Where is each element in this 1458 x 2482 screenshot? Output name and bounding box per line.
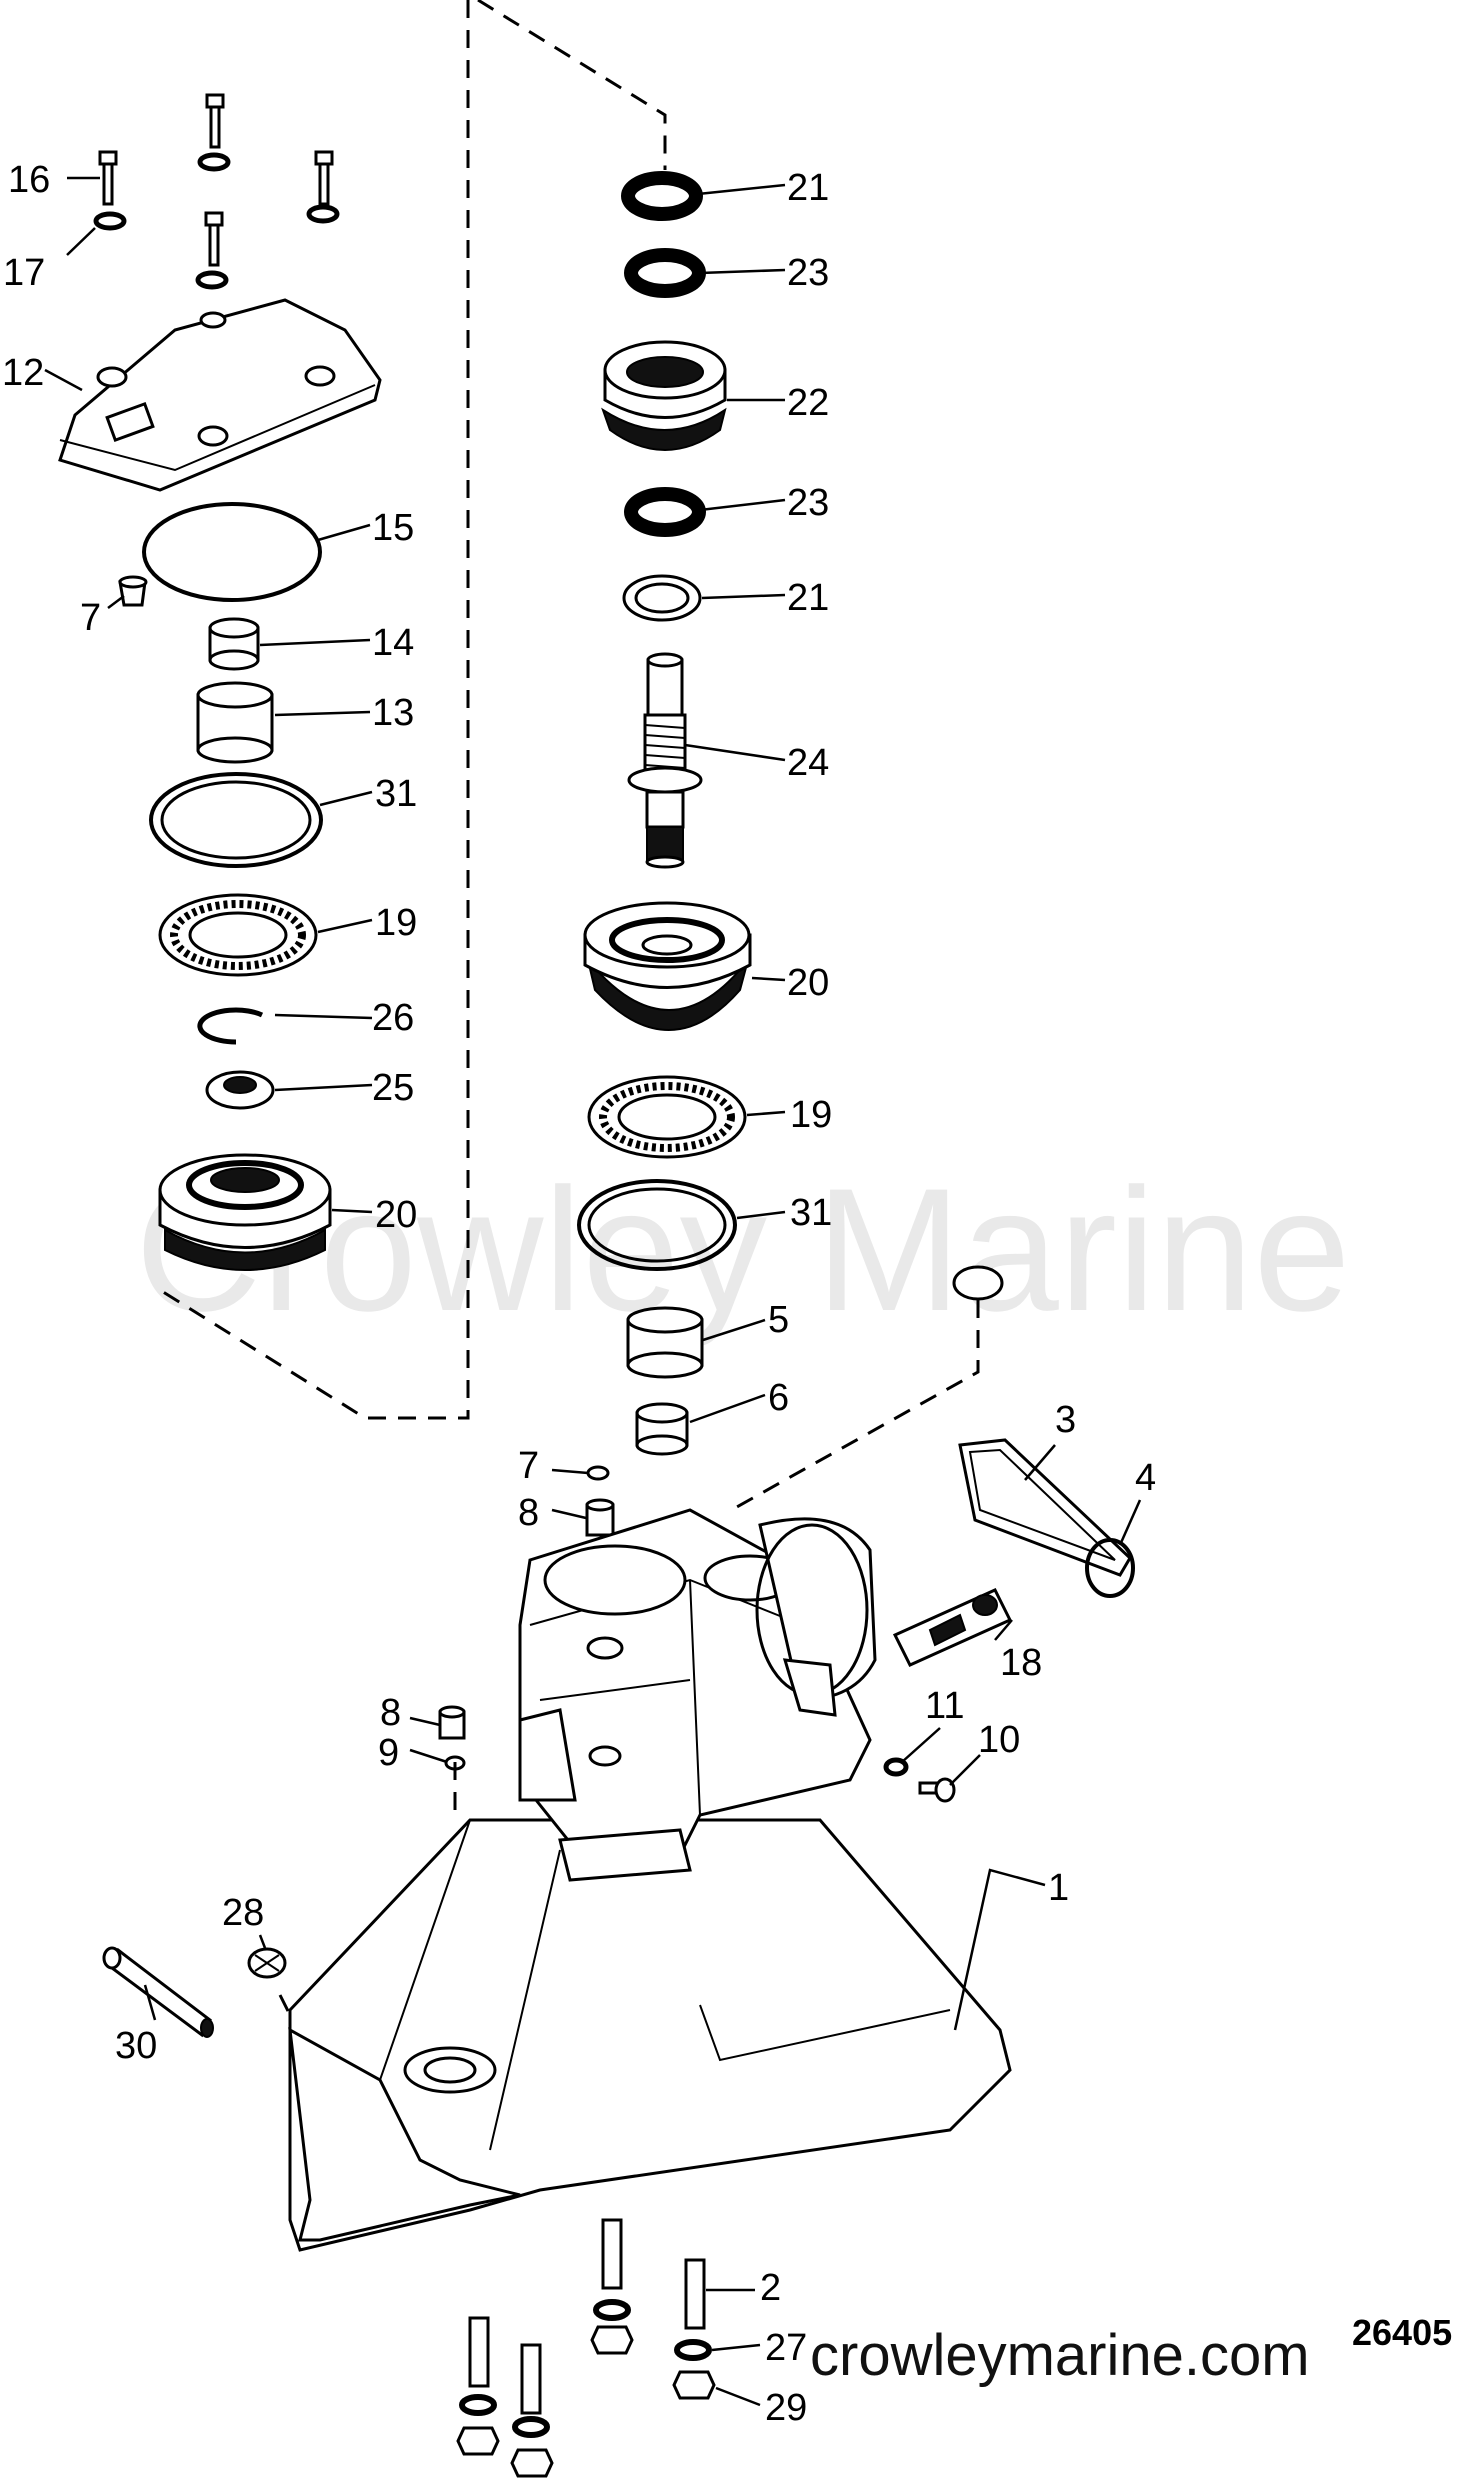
bearing-race-23-top	[624, 248, 706, 298]
callout-16: 16	[8, 159, 50, 201]
callout-24: 24	[787, 742, 829, 784]
callout-12: 12	[2, 352, 44, 394]
callout-21-bottom: 21	[787, 577, 829, 619]
callout-1: 1	[1048, 1867, 1069, 1909]
callout-2: 2	[760, 2267, 781, 2309]
thrust-bearing-19-center	[587, 1075, 747, 1159]
shim-21-top	[621, 171, 703, 221]
leader-lines	[44, 176, 1142, 2407]
diagram-number: 26405	[1352, 2312, 1452, 2353]
callout-31-center: 31	[790, 1192, 832, 1234]
bearing-cup-13	[196, 681, 274, 764]
callout-19-left: 19	[375, 902, 417, 944]
bearing-cone-25	[205, 1070, 275, 1110]
callout-8-lower: 8	[380, 1692, 401, 1734]
callout-15: 15	[372, 507, 414, 549]
drive-shaft-24	[627, 652, 703, 869]
o-ring-15	[142, 502, 322, 602]
callout-28: 28	[222, 1892, 264, 1934]
callout-10: 10	[978, 1719, 1020, 1761]
plug-7-top	[118, 575, 148, 607]
callout-31-left: 31	[375, 773, 417, 815]
dowel-8-upper	[585, 1498, 615, 1537]
magnet-assembly-18	[892, 1588, 1013, 1667]
callout-11: 11	[925, 1685, 964, 1727]
callout-22: 22	[787, 382, 829, 424]
shim-31-center	[577, 1179, 737, 1271]
bushing-6	[635, 1402, 689, 1456]
gear-20-left	[158, 1153, 332, 1271]
callout-8-upper: 8	[518, 1492, 539, 1534]
callout-20-left: 20	[375, 1194, 417, 1236]
callout-9: 9	[378, 1732, 399, 1774]
callout-27: 27	[765, 2327, 807, 2369]
shim-21-bottom	[622, 574, 702, 622]
retaining-ring-26	[197, 1007, 264, 1045]
pin-30	[102, 1946, 214, 2038]
tapered-bearing-22	[601, 340, 727, 451]
callout-6: 6	[768, 1377, 789, 1419]
o-ring-4	[1085, 1538, 1135, 1598]
washer-17	[93, 152, 340, 290]
callout-17: 17	[3, 252, 45, 294]
callout-29: 29	[765, 2387, 807, 2429]
screw-10	[918, 1777, 956, 1803]
nut-29	[456, 2325, 716, 2478]
callout-25: 25	[372, 1067, 414, 1109]
shim-31-left	[149, 772, 323, 868]
callout-13: 13	[372, 692, 414, 734]
washer-27	[459, 2299, 712, 2438]
gear-housing-1	[288, 1508, 1012, 2252]
cover-plate-12	[58, 298, 382, 492]
callout-5: 5	[768, 1299, 789, 1341]
callout-7-center: 7	[518, 1445, 539, 1487]
callout-23-top: 23	[787, 252, 829, 294]
stud-2	[468, 2218, 706, 2415]
pinion-gear-20-center	[583, 901, 752, 1031]
callout-20-center: 20	[787, 962, 829, 1004]
dowel-8-lower	[438, 1705, 466, 1740]
callout-19-center: 19	[790, 1094, 832, 1136]
callout-3: 3	[1055, 1399, 1076, 1441]
bearing-cup-5	[626, 1306, 704, 1379]
callout-4: 4	[1135, 1457, 1156, 1499]
lock-nut-28	[247, 1947, 287, 1979]
callout-23-bottom: 23	[787, 482, 829, 524]
washer-11	[883, 1757, 909, 1777]
callout-26: 26	[372, 997, 414, 1039]
website-text: crowleymarine.com	[810, 2323, 1310, 2388]
bushing-14	[208, 617, 260, 671]
o-ring-7-center	[586, 1465, 610, 1481]
callout-labels: 16 17 12 15 7 14 13 31 19 26 25 20 21 23…	[2, 159, 1156, 2429]
bolt-16	[98, 93, 334, 267]
callout-14: 14	[372, 622, 414, 664]
callout-21-top: 21	[787, 167, 829, 209]
gasket-3	[958, 1438, 1132, 1577]
watermark-text: Crowley Marine	[135, 1153, 1351, 1348]
bearing-race-23-bottom	[624, 487, 706, 537]
thrust-bearing-19-left	[158, 893, 318, 977]
o-ring-9	[444, 1755, 466, 1771]
callout-30: 30	[115, 2025, 157, 2067]
callout-7-top: 7	[80, 597, 101, 639]
plug-disc	[952, 1265, 1004, 1301]
callout-18: 18	[1000, 1642, 1042, 1684]
